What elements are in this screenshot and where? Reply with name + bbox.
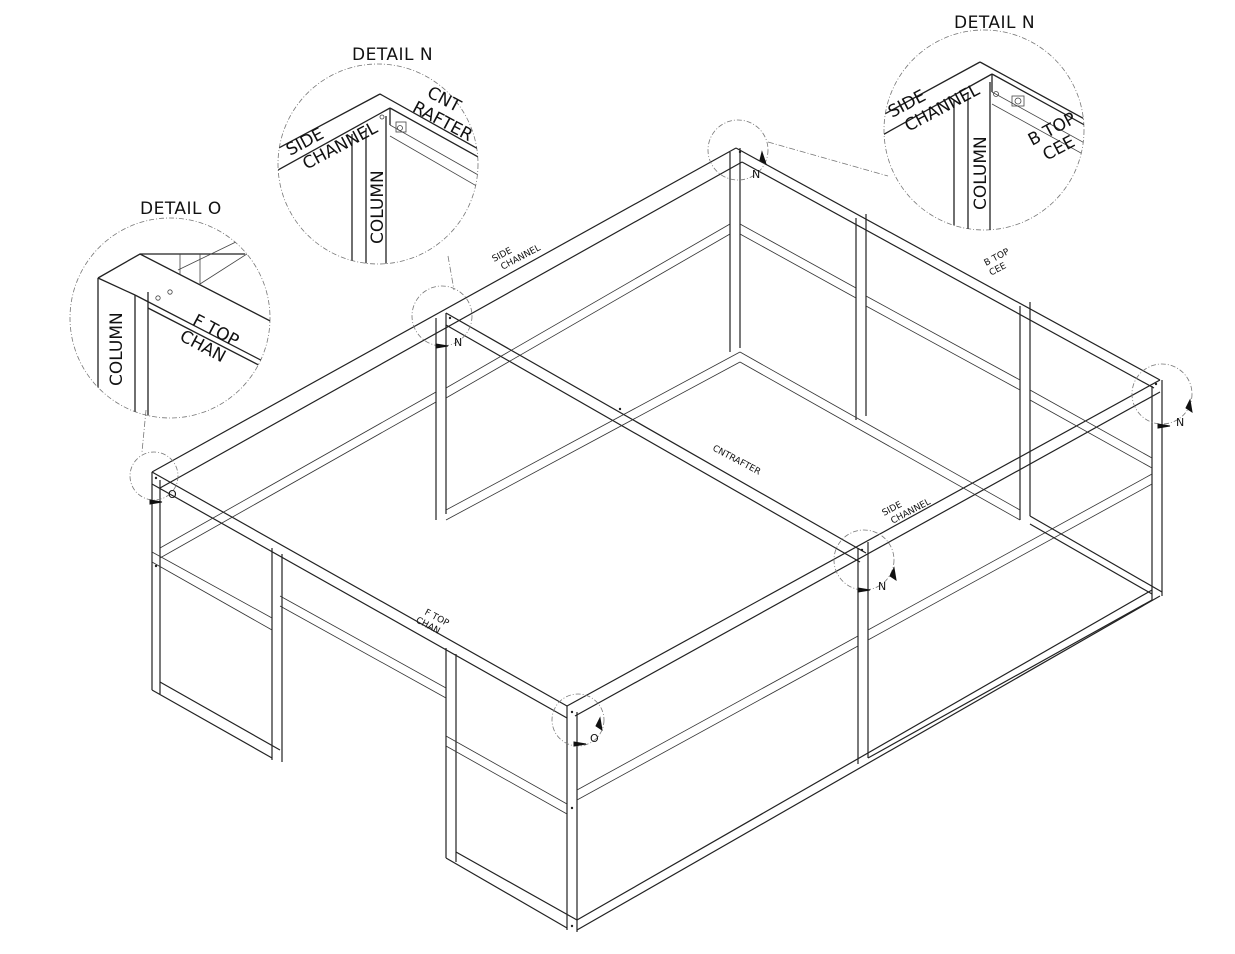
cntrafter-label: CNTRAFTER: [711, 444, 763, 478]
callout-o-front-right: O: [551, 693, 605, 747]
callout-n-3: N: [1176, 416, 1184, 429]
back-top-cee-beam: [735, 147, 1161, 389]
column-front-mid-left: [271, 548, 283, 762]
callout-markers: N N N N O O: [129, 119, 1193, 747]
column-right-mid: [857, 542, 869, 764]
mid-girts: [151, 223, 1153, 815]
detail-o: DETAIL O COLUMN F TOP CHAN: [69, 199, 271, 419]
column-back-mid-right: [1019, 302, 1031, 520]
detail-n-right-column-label: COLUMN: [971, 136, 991, 210]
frame-structure: [151, 147, 1163, 932]
callout-n-back-corner: N: [707, 119, 769, 181]
columns: [151, 148, 1163, 932]
center-rafter-beam: [445, 312, 867, 563]
detail-n-left: DETAIL N SIDE CHANNEL CNT RAFTER: [277, 45, 479, 265]
callout-o-1: O: [168, 488, 177, 501]
detail-n-right: DETAIL N SIDE CHANNEL B TOP CEE C: [883, 13, 1085, 231]
callout-o-2: O: [590, 732, 599, 745]
detail-leader-lines: [141, 141, 889, 453]
frame-labels: SIDE CHANNEL B TOP CEE CNTRAFTER SIDE CH…: [414, 243, 1012, 636]
column-back-right: [1151, 380, 1163, 600]
callout-n-right-mid: N: [833, 529, 897, 593]
detail-n-left-title: DETAIL N: [352, 45, 433, 65]
left-side-channel-beam: [151, 147, 743, 489]
detail-n-right-title: DETAIL N: [954, 13, 1035, 33]
callout-n-1: N: [752, 168, 760, 181]
callout-o-front-left: O: [129, 451, 179, 505]
detail-o-title: DETAIL O: [140, 199, 222, 219]
base-rails: [151, 515, 1163, 931]
column-back-mid: [855, 214, 867, 420]
callout-n-2: N: [454, 336, 462, 349]
callout-n-4: N: [878, 580, 886, 593]
detail-o-column-label: COLUMN: [107, 312, 127, 386]
column-back-left: [729, 148, 741, 352]
detail-n-left-column-label: COLUMN: [368, 170, 388, 244]
front-top-channel-beam: [151, 471, 568, 719]
callout-n-left-mid: N: [411, 285, 473, 349]
column-front-mid-right: [445, 648, 457, 862]
column-front-right: [566, 706, 578, 932]
callout-n-back-right: N: [1131, 363, 1193, 429]
bolt-holes: [154, 150, 1158, 928]
column-front-left: [151, 472, 161, 694]
